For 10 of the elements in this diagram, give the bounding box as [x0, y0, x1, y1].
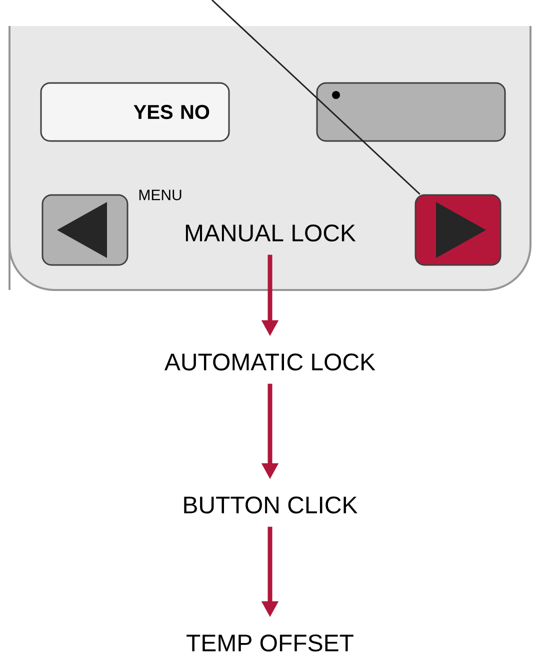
mode-label: TEMP OFFSET — [186, 634, 354, 652]
display-window: YES NO — [40, 82, 230, 142]
mode-label: MANUAL LOCK — [186, 224, 356, 242]
leader-line — [211, 0, 420, 195]
arrow-button — [414, 194, 502, 266]
display-window — [316, 82, 506, 142]
mode-label: AUTOMATIC LOCK — [164, 354, 376, 370]
menu-label: MENU — [139, 190, 182, 200]
arrow-button — [42, 194, 128, 266]
mode-label: BUTTON CLICK — [184, 496, 358, 514]
